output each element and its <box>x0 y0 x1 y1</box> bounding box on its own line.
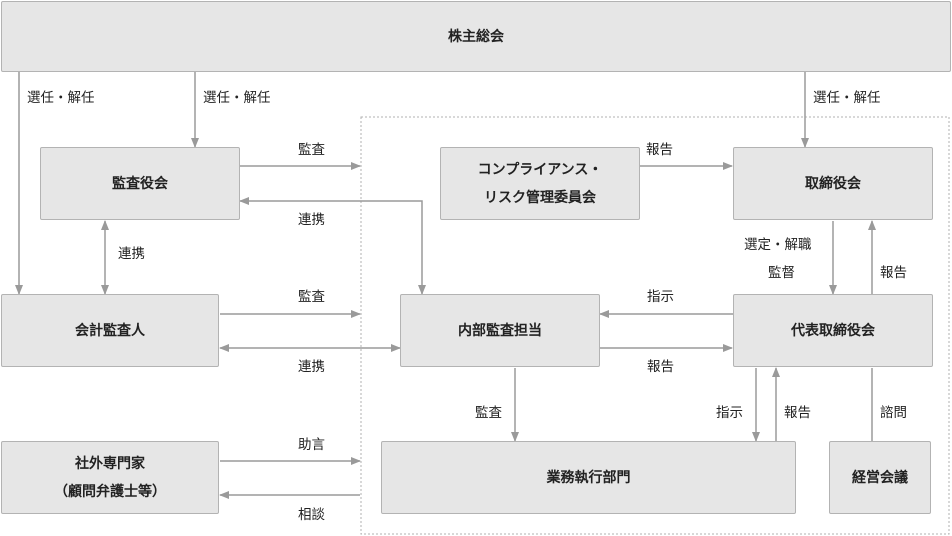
node-label: 経営会議 <box>852 469 908 486</box>
label-consult-meeting: 諮問 <box>880 405 907 421</box>
node-management-meeting: 経営会議 <box>829 441 931 514</box>
node-label: 内部監査担当 <box>458 322 542 339</box>
node-label: 会計監査人 <box>75 322 145 339</box>
label-business-report-rep: 報告 <box>784 405 811 421</box>
node-label: 取締役会 <box>805 175 861 192</box>
edge-internal-auditboard-coop <box>239 197 426 295</box>
node-label-line2: リスク管理委員会 <box>484 189 596 206</box>
node-board-of-directors: 取締役会 <box>733 147 933 220</box>
label-auditboard-audit: 監査 <box>298 142 325 158</box>
label-experts-consult: 相談 <box>298 507 325 523</box>
label-elect-dismiss-accountant: 選任・解任 <box>27 90 95 106</box>
node-label: 業務執行部門 <box>546 469 631 486</box>
node-label: 株主総会 <box>448 28 504 45</box>
node-compliance-committee: コンプライアンス・ リスク管理委員会 <box>440 147 640 220</box>
label-auditboard-coop: 連携 <box>298 212 325 228</box>
label-rep-report-board: 報告 <box>880 265 907 281</box>
node-representative-directors: 代表取締役会 <box>733 294 933 367</box>
label-auditboard-accountant-coop: 連携 <box>118 246 145 262</box>
label-elect-dismiss-auditors: 選任・解任 <box>203 90 271 106</box>
label-rep-instruct-internal: 指示 <box>647 289 674 305</box>
node-label-line1: コンプライアンス・ <box>477 161 603 178</box>
node-label: 監査役会 <box>112 175 168 192</box>
executive-region <box>360 116 950 535</box>
node-audit-board: 監査役会 <box>40 147 240 220</box>
label-elect-dismiss-board: 選任・解任 <box>813 90 881 106</box>
node-business-execution: 業務執行部門 <box>381 441 796 514</box>
node-label: 代表取締役会 <box>791 322 875 339</box>
label-accountant-audit: 監査 <box>298 289 325 305</box>
node-internal-audit: 内部監査担当 <box>400 294 600 367</box>
label-board-select-dismiss: 選定・解職 <box>744 237 812 253</box>
label-rep-instruct-business: 指示 <box>716 405 743 421</box>
label-board-supervise: 監督 <box>768 265 795 281</box>
node-outside-experts: 社外専門家 （顧問弁護士等） <box>1 441 219 514</box>
label-internal-report-rep: 報告 <box>647 359 674 375</box>
label-experts-advice: 助言 <box>298 437 325 453</box>
label-accountant-coop: 連携 <box>298 359 325 375</box>
node-label-line1: 社外専門家 <box>75 455 145 472</box>
label-compliance-report: 報告 <box>646 142 673 158</box>
node-label-line2: （顧問弁護士等） <box>54 483 166 500</box>
node-accounting-auditor: 会計監査人 <box>1 294 219 367</box>
node-shareholders-meeting: 株主総会 <box>1 1 951 72</box>
label-internal-audit-business: 監査 <box>475 405 502 421</box>
